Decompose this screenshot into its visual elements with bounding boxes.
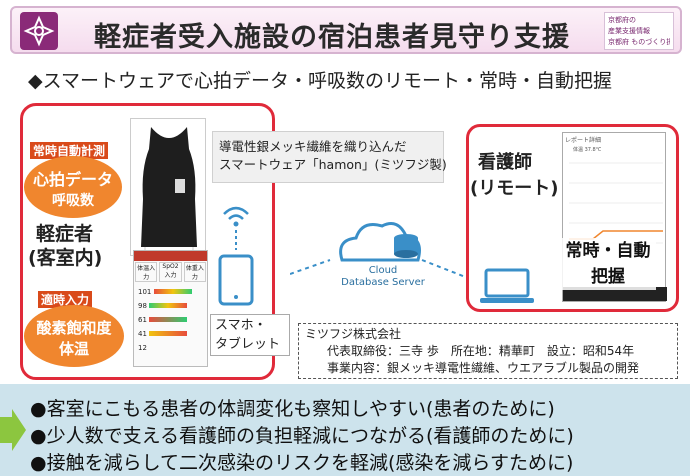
header-banner: 軽症者受入施設の宿泊患者見守り支援 京都府の 産業支援情報 京都府 ものづくり振… — [10, 6, 682, 54]
org-line: 京都府 ものづくり振興課 — [608, 38, 670, 46]
realtime-label: 常時・自動 把握 — [560, 238, 656, 290]
org-line: 京都府の — [608, 16, 636, 24]
phone-value: 41 — [138, 330, 147, 338]
nurse-line: (リモート) — [470, 178, 559, 199]
cloud-server-icon — [290, 222, 469, 279]
cloud-line: Cloud — [368, 265, 398, 276]
device-line: スマホ・ — [215, 318, 267, 333]
wear-description: 導電性銀メッキ繊維を織り込んだ スマートウェア「hamon」(ミツフジ製) — [212, 131, 447, 183]
legend-label: 37.8℃ — [584, 147, 602, 153]
phone-row: 61 — [138, 313, 203, 327]
subtitle: ◆スマートウェアで心拍データ・呼吸数のリモート・常時・自動把握 — [28, 70, 613, 92]
phone-row: 41 — [138, 327, 203, 341]
phone-header: 体重入力 — [183, 262, 206, 282]
cloud-label: Cloud Database Server — [328, 265, 438, 289]
oxygen-blob: 酸素飽和度 体温 — [24, 305, 124, 367]
blob-line: 体温 — [58, 340, 89, 358]
benefits-section — [0, 384, 690, 476]
blob-line: 心拍データ — [32, 170, 113, 189]
wear-line: 導電性銀メッキ繊維を織り込んだ — [219, 139, 407, 154]
laptop-icon — [480, 268, 534, 303]
company-line: 事業内容：銀メッキ導電性繊維、ウエアラブル製品の開発 — [327, 361, 640, 375]
company-info: ミツフジ株式会社 代表取締役：三寺 歩 所在地：精華町 設立：昭和54年 事業内… — [298, 323, 678, 379]
legend-label: 体温 — [573, 147, 584, 153]
smart-shirt-photo — [130, 118, 206, 256]
benefit-item: ●少人数で支える看護師の負担軽減につながる(看護師のために) — [30, 425, 574, 447]
benefit-item: ●客室にこもる患者の体調変化も察知しやすい(患者のために) — [30, 398, 555, 420]
phone-row: 98 — [138, 299, 203, 313]
green-arrow-icon — [0, 409, 26, 451]
company-line: ミツフジ株式会社 — [305, 327, 402, 341]
nurse-line: 看護師 — [478, 152, 532, 173]
kyoto-logo-icon — [20, 12, 58, 50]
phone-row: 12 — [138, 341, 203, 355]
blob-line: 呼吸数 — [52, 193, 94, 209]
phone-value: 101 — [138, 288, 152, 296]
company-line: 代表取締役：三寺 歩 所在地：精華町 設立：昭和54年 — [327, 344, 635, 358]
tag-continuous: 常時自動計測 — [30, 142, 109, 159]
report-title: レポート詳細 — [565, 137, 602, 144]
patient-label: 軽症者 (客室内) — [28, 222, 102, 270]
device-line: タブレット — [215, 337, 281, 352]
patient-line: (客室内) — [28, 247, 103, 269]
page-title: 軽症者受入施設の宿泊患者見守り支援 — [94, 22, 570, 53]
patient-line: 軽症者 — [36, 223, 94, 245]
device-label: スマホ・ タブレット — [210, 314, 290, 356]
phone-app-screenshot: 体温入力 SpO2入力 体重入力 101 98 61 41 12 — [133, 250, 208, 367]
phone-header: 体温入力 — [135, 262, 158, 282]
wear-line: スマートウェア「hamon」(ミツフジ製) — [219, 157, 447, 172]
cloud-line: Database Server — [341, 277, 425, 288]
phone-row: 101 — [138, 285, 203, 299]
benefit-item: ●接触を減らして二次感染のリスクを軽減(感染を減らすために) — [30, 452, 574, 474]
org-badge: 京都府の 産業支援情報 京都府 ものづくり振興課 — [604, 12, 674, 50]
org-line: 産業支援情報 — [608, 27, 650, 35]
realtime-line: 把握 — [591, 267, 625, 287]
phone-value: 98 — [138, 302, 147, 310]
wifi-tablet-icon — [218, 206, 254, 306]
report-legend: 体温 37.8℃ — [563, 146, 665, 153]
nurse-label: 看護師 (リモート) — [470, 150, 558, 202]
phone-value: 12 — [138, 344, 147, 352]
phone-value: 61 — [138, 316, 147, 324]
realtime-line: 常時・自動 — [565, 241, 651, 261]
phone-header: SpO2入力 — [159, 262, 182, 282]
blob-line: 酸素飽和度 — [36, 319, 112, 337]
heart-rate-blob: 心拍データ 呼吸数 — [24, 156, 122, 218]
tag-timely: 適時入力 — [38, 291, 93, 308]
